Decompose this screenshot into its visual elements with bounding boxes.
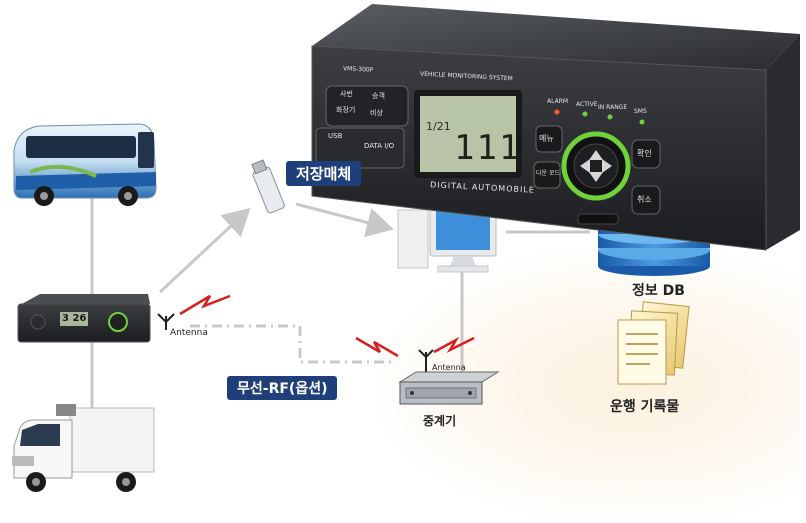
- small-unit-display: 3 26: [62, 313, 87, 324]
- device-port-data: DATA I/O: [364, 142, 395, 150]
- device-button-cargo: 화장기: [336, 106, 356, 114]
- lcd-main-readout: 111: [454, 128, 522, 168]
- indicator-alarm: ALARM: [547, 98, 569, 105]
- storage-media-label: 저장매체: [286, 161, 362, 186]
- arrow-to-storage: [158, 207, 251, 294]
- device-button-code: 다운 로드: [536, 170, 560, 177]
- device-button-cancel: 취소: [637, 195, 652, 204]
- bus-illustration: [13, 123, 157, 206]
- antenna-relay-label: Antenna: [432, 363, 466, 372]
- relay-unit: [398, 371, 500, 405]
- main-device-illustration: [311, 4, 800, 251]
- arrow-to-pc: [295, 202, 394, 238]
- bolt-relay-left-icon: [355, 336, 399, 358]
- antenna-left-label: Antenna: [170, 328, 208, 338]
- device-button-employee: 사번: [340, 90, 353, 98]
- small-recorder-unit: [17, 294, 151, 343]
- device-button-menu: 메뉴: [539, 134, 554, 143]
- info-db-label: 정보 DB: [632, 283, 685, 299]
- indicator-in-range: IN RANGE: [598, 104, 628, 111]
- relay-antenna: [418, 349, 434, 372]
- device-button-confirm: 확인: [637, 149, 652, 158]
- relay-label: 중계기: [423, 414, 457, 428]
- indicator-sms: SMS: [634, 108, 647, 115]
- pc-illustration: [397, 203, 497, 273]
- operation-records-label: 운행 기록물: [610, 399, 680, 415]
- left-antenna: [157, 313, 175, 330]
- device-button-emergency: 비상: [370, 109, 383, 117]
- truck-illustration: [12, 404, 155, 492]
- documents-illustration: [617, 301, 690, 385]
- indicator-active: ACTIVE: [576, 101, 598, 108]
- usb-stick-illustration: [251, 159, 285, 214]
- bolt-relay-right-icon: [433, 336, 475, 354]
- device-button-passenger: 승객: [372, 92, 385, 100]
- wireless-rf-label: 무선-RF(옵션): [227, 376, 338, 400]
- bolt-left-icon: [179, 294, 231, 316]
- device-port-usb: USB: [328, 132, 343, 140]
- lcd-small-readout: 1/21: [426, 120, 451, 133]
